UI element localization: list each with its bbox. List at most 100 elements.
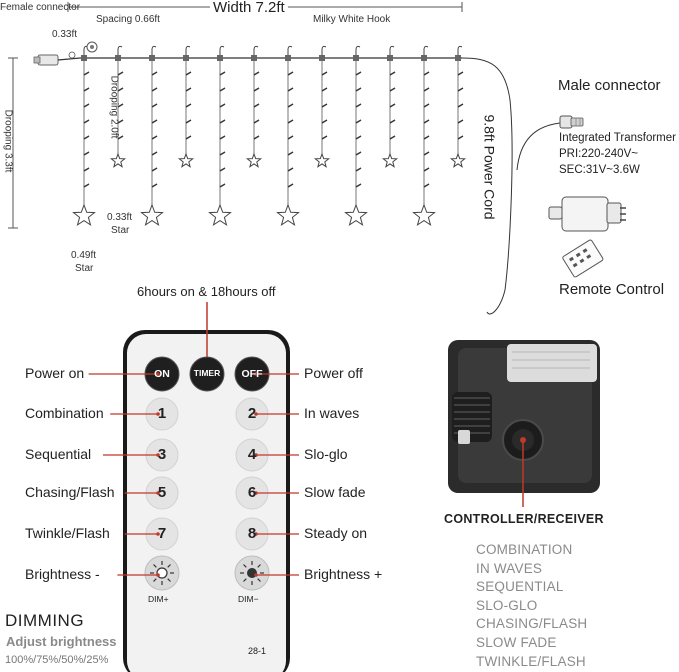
bulb-mark bbox=[219, 71, 226, 76]
controller-mode-item: CHASING/FLASH bbox=[476, 616, 588, 632]
bulb-mark bbox=[389, 71, 396, 76]
bulb-mark bbox=[457, 103, 464, 108]
left-function-label: Sequential bbox=[25, 446, 92, 462]
right-function-label: In waves bbox=[304, 405, 360, 421]
leader-dot bbox=[254, 573, 258, 577]
bulb-mark bbox=[117, 71, 124, 76]
transformer-title: Integrated Transformer bbox=[559, 132, 676, 144]
bulb-mark bbox=[423, 151, 430, 156]
bulb-mark bbox=[151, 135, 158, 140]
wire-clip bbox=[183, 55, 189, 61]
left-function-label: Twinkle/Flash bbox=[25, 525, 110, 541]
leader-dot bbox=[254, 491, 258, 495]
big-star-size-label: 0.49ft bbox=[71, 250, 97, 261]
bulb-mark bbox=[457, 135, 464, 140]
wire-clip bbox=[353, 55, 359, 61]
wire-clip bbox=[421, 55, 427, 61]
bulb-mark bbox=[287, 87, 294, 92]
bulb-mark bbox=[389, 87, 396, 92]
controller-mode-item: TWINKLE/FLASH bbox=[476, 653, 586, 669]
bulb-mark bbox=[185, 71, 192, 76]
bulb-mark bbox=[389, 135, 396, 140]
hook-icon bbox=[321, 45, 327, 58]
timer-button[interactable] bbox=[189, 356, 225, 392]
light-strand bbox=[177, 45, 195, 168]
bulb-mark bbox=[423, 167, 430, 172]
label-leader-lines bbox=[88, 372, 299, 577]
leader-dot bbox=[156, 453, 160, 457]
number-key-label: 4 bbox=[247, 446, 257, 463]
wire-clip bbox=[251, 55, 257, 61]
bulb-mark bbox=[423, 119, 430, 124]
light-strand bbox=[109, 45, 127, 168]
bulb-mark bbox=[355, 103, 362, 108]
bulb-mark bbox=[219, 103, 226, 108]
wire-clip bbox=[217, 55, 223, 61]
bulb-mark bbox=[151, 103, 158, 108]
bulb-mark bbox=[321, 119, 328, 124]
remote-control-sketch-icon bbox=[562, 239, 604, 278]
star-icon bbox=[208, 203, 232, 227]
bulb-mark bbox=[355, 71, 362, 76]
bulb-mark bbox=[185, 103, 192, 108]
female-connector-plug-icon bbox=[33, 51, 81, 66]
bulb-mark bbox=[355, 183, 362, 188]
drooping-left-label: Drooping 3.3ft bbox=[2, 107, 14, 175]
star-icon bbox=[177, 152, 195, 168]
bulb-mark bbox=[117, 87, 124, 92]
bulb-mark bbox=[151, 167, 158, 172]
light-strand bbox=[449, 45, 467, 168]
bulb-mark bbox=[355, 87, 362, 92]
leader-dot bbox=[254, 532, 258, 536]
left-function-label: Power on bbox=[25, 365, 85, 381]
bulb-mark bbox=[219, 151, 226, 156]
star-icon bbox=[245, 152, 263, 168]
hook-icon bbox=[185, 45, 191, 58]
bulb-mark bbox=[457, 71, 464, 76]
left-function-label: Chasing/Flash bbox=[25, 484, 115, 500]
power-cord-label: 9.8ft Power Cord bbox=[481, 114, 498, 220]
leader-dot bbox=[156, 412, 160, 416]
hook-icon bbox=[457, 45, 463, 58]
transformer-adapter-icon bbox=[548, 196, 626, 232]
dim-plus-button[interactable] bbox=[144, 555, 180, 591]
controller-title: CONTROLLER/RECEIVER bbox=[444, 512, 604, 526]
right-function-label: Slo-glo bbox=[304, 446, 348, 462]
bulb-mark bbox=[219, 183, 226, 188]
hook-icon bbox=[355, 45, 361, 58]
bulb-mark bbox=[321, 103, 328, 108]
dim-minus-button[interactable] bbox=[234, 555, 270, 591]
bulb-mark bbox=[219, 87, 226, 92]
number-key-label: 6 bbox=[247, 484, 257, 501]
timer-label: TIMER bbox=[193, 368, 221, 378]
wire-clip bbox=[455, 55, 461, 61]
bulb-mark bbox=[185, 135, 192, 140]
bulb-mark bbox=[83, 183, 90, 188]
star-icon bbox=[140, 203, 164, 227]
leader-dot bbox=[156, 532, 160, 536]
left-function-label: Brightness - bbox=[25, 566, 100, 582]
bulb-mark bbox=[423, 71, 430, 76]
bulb-mark bbox=[253, 135, 260, 140]
hook-icon bbox=[389, 45, 395, 58]
bulb-mark bbox=[287, 119, 294, 124]
hook-icon bbox=[117, 45, 123, 58]
star-icon bbox=[72, 203, 96, 227]
female-connector-label: Female connector bbox=[0, 2, 81, 13]
left-function-label: Combination bbox=[25, 405, 104, 421]
bulb-mark bbox=[287, 167, 294, 172]
bulb-mark bbox=[355, 167, 362, 172]
right-function-label: Power off bbox=[304, 365, 363, 381]
star-icon bbox=[449, 152, 467, 168]
star-icon bbox=[109, 152, 127, 168]
bulb-mark bbox=[423, 103, 430, 108]
lead-length-label: 0.33ft bbox=[52, 29, 78, 40]
timer-caption: 6hours on & 18hours off bbox=[137, 284, 276, 299]
dim-minus-label: DIM− bbox=[238, 594, 259, 604]
light-strand bbox=[412, 45, 436, 227]
bulb-mark bbox=[457, 119, 464, 124]
light-strand bbox=[276, 45, 300, 227]
bulb-mark bbox=[287, 103, 294, 108]
light-strand bbox=[344, 45, 368, 227]
